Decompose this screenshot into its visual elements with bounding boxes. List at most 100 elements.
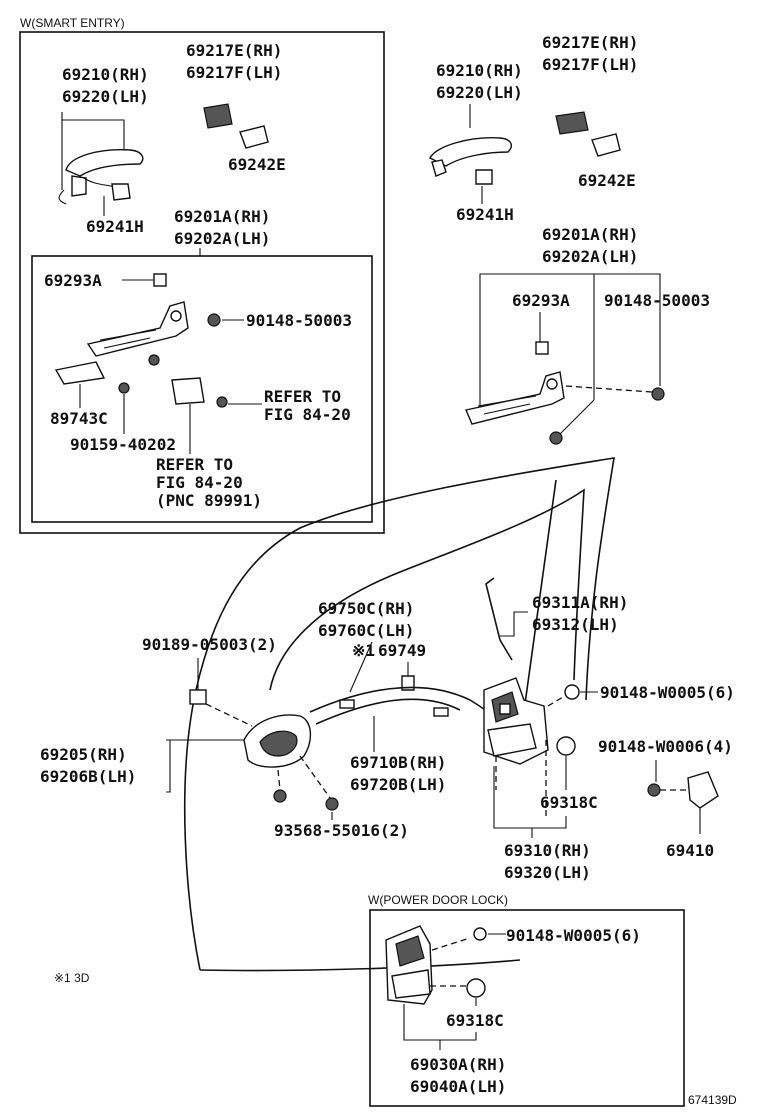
grommet-icon: [556, 736, 576, 756]
inner-handle-screw-icon: [325, 797, 339, 811]
leader: [61, 112, 125, 150]
smart-frame-icon: [86, 301, 189, 366]
smart-sensor-screw-icon: [216, 396, 228, 408]
clamp-label: 69749: [378, 641, 426, 660]
smart-sensor-icon: [171, 377, 205, 405]
outside-handle-lh-label: 69220(LH): [436, 83, 523, 102]
power-lock-lh-label: 69040A(LH): [410, 1077, 506, 1096]
outside-frame-icon: [465, 371, 565, 425]
dashed-guide: [277, 769, 281, 791]
power-lock-screw-label: 90148-W0005(6): [506, 926, 641, 945]
clip-nut-label: 90189-05003(2): [142, 635, 277, 654]
smart-screw-label: 90159-40202: [70, 435, 176, 454]
window-frame: [269, 488, 585, 691]
cable-b-lh-label: 69720B(LH): [350, 775, 446, 794]
power-lock-grommet-label: 69318C: [446, 1011, 504, 1030]
smart-entry-box: [19, 31, 385, 534]
smart-refer1-a: REFER TO: [264, 387, 341, 406]
outside-frame-rh-label: 69201A(RH): [542, 225, 638, 244]
power-lock-title: W(POWER DOOR LOCK): [368, 893, 508, 907]
inner-handle-screw-icon: [273, 789, 287, 803]
smart-refer2-a: REFER TO: [156, 455, 233, 474]
inner-handle-rh-label: 69205(RH): [40, 745, 127, 764]
smart-entry-frame-box: [31, 255, 373, 523]
cable-end-icon: [433, 707, 449, 717]
smart-entry-section: W(SMART ENTRY) 69210(RH) 69220(LH) 69217…: [19, 16, 385, 534]
footnote: ※1 3D: [54, 971, 90, 985]
dashed-guide: [565, 385, 653, 393]
smart-cover-label: 69242E: [228, 155, 286, 174]
lock-rod-icon: [485, 577, 513, 661]
outside-bolt-icon: [651, 387, 665, 401]
leader: [479, 273, 661, 410]
striker-screw-label: 90148-W0006(4): [598, 737, 733, 756]
outside-cover-icon: [591, 133, 621, 157]
smart-screw-icon: [118, 382, 130, 394]
inner-handle-lh-label: 69206B(LH): [40, 767, 136, 786]
outside-clip-icon: [535, 341, 549, 355]
outside-frame-screw-icon: [549, 431, 563, 445]
smart-clip-label: 69293A: [44, 271, 102, 290]
outside-bolt-label: 90148-50003: [604, 291, 710, 310]
lock-screw-icon: [564, 684, 580, 700]
smart-bolt-label: 90148-50003: [246, 311, 352, 330]
striker-screw-icon: [647, 783, 661, 797]
smart-pad-rh-label: 69217E(RH): [186, 41, 282, 60]
figure-id: 674139D: [688, 1093, 737, 1107]
smart-refer2-b: FIG 84-20: [156, 473, 243, 492]
smart-bolt-icon: [207, 313, 221, 327]
striker-icon: [687, 771, 719, 809]
leader: [559, 399, 595, 435]
dashed-guide: [547, 693, 569, 707]
smart-wire-label: 69241H: [86, 217, 144, 236]
power-lock-icon: [385, 925, 433, 1005]
leader: [166, 739, 171, 793]
outside-pad-rh-label: 69217E(RH): [542, 33, 638, 52]
smart-bracket-icon: [54, 361, 106, 385]
outside-wire-label: 69241H: [456, 205, 514, 224]
power-lock-screw-icon: [473, 927, 487, 941]
cable-b-icon: [315, 698, 461, 725]
outside-clip-label: 69293A: [512, 291, 570, 310]
grommet-label: 69318C: [540, 793, 598, 812]
clip-nut-icon: [189, 689, 207, 705]
smart-handle-lh-label: 69220(LH): [62, 87, 149, 106]
cable-b-rh-label: 69710B(RH): [350, 753, 446, 772]
lock-rh-label: 69310(RH): [504, 841, 591, 860]
rod-lh-label: 69312(LH): [532, 615, 619, 634]
door-section: 69311A(RH) 69312(LH) 69750C(RH) 69760C(L…: [40, 457, 735, 972]
smart-pad-icon: [203, 103, 233, 129]
smart-handle-rh-label: 69210(RH): [62, 65, 149, 84]
cable-a-lh-label: 69760C(LH): [318, 621, 414, 640]
outside-frame-lh-label: 69202A(LH): [542, 247, 638, 266]
outside-pad-icon: [555, 111, 589, 135]
cable-a-icon: [309, 686, 495, 717]
smart-clip-icon: [153, 273, 167, 287]
smart-entry-title: W(SMART ENTRY): [20, 16, 125, 30]
door-edge: [519, 479, 557, 741]
door-lock-icon: [483, 677, 549, 765]
cable-end-icon: [339, 699, 355, 709]
leader: [493, 766, 567, 829]
outside-cover-label: 69242E: [578, 171, 636, 190]
smart-cover-icon: [239, 125, 269, 149]
power-lock-section: W(POWER DOOR LOCK) 90148-W0005(6) 69318C…: [368, 893, 685, 1107]
striker-label: 69410: [666, 841, 714, 860]
door-outline-bottom: [199, 959, 521, 972]
screw-small-label: 93568-55016(2): [274, 821, 409, 840]
note-mark: ※1: [352, 641, 375, 660]
smart-refer1-b: FIG 84-20: [264, 405, 351, 424]
dashed-guide: [299, 755, 331, 799]
lock-screw-label: 90148-W0005(6): [600, 683, 735, 702]
outside-pad-lh-label: 69217F(LH): [542, 55, 638, 74]
outside-handle-rh-label: 69210(RH): [436, 61, 523, 80]
outside-handle-icon: [429, 137, 512, 185]
door-outline: [183, 457, 615, 971]
smart-bracket-label: 89743C: [50, 409, 108, 428]
inner-handle-icon: [243, 714, 311, 768]
lock-lh-label: 69320(LH): [504, 863, 591, 882]
cable-a-rh-label: 69750C(RH): [318, 599, 414, 618]
smart-pad-lh-label: 69217F(LH): [186, 63, 282, 82]
